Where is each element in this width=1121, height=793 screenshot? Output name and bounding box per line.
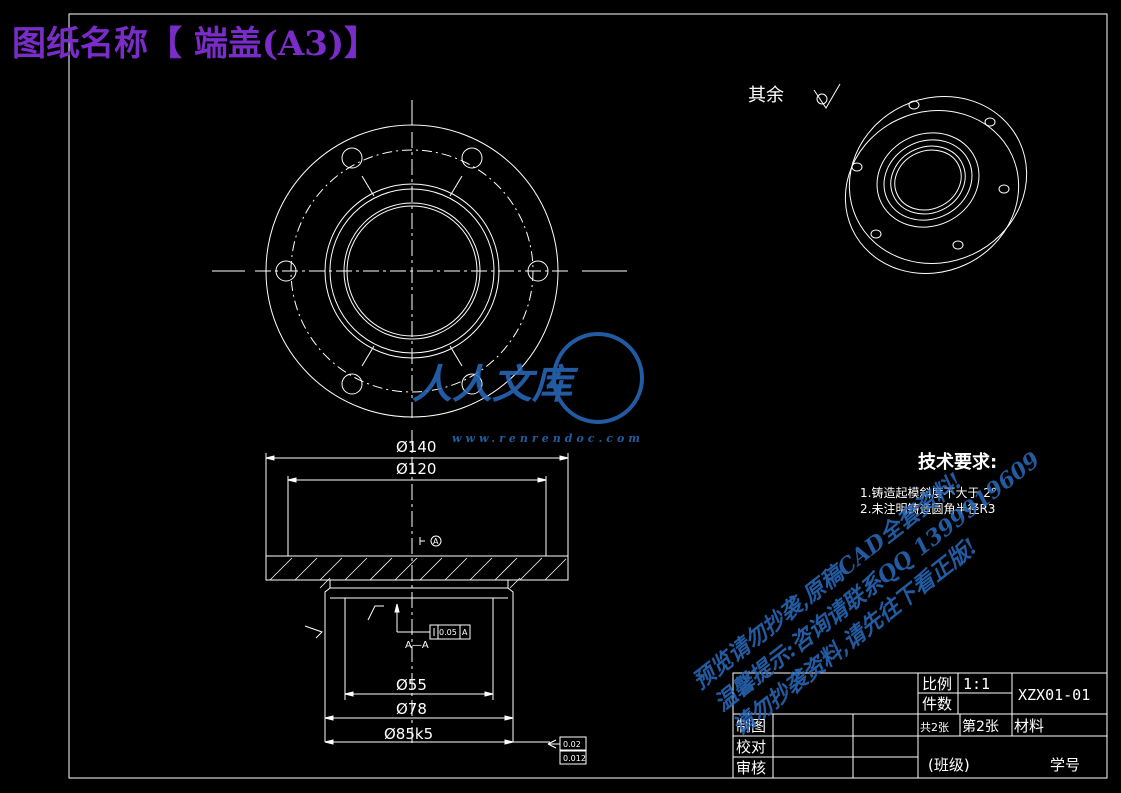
runout-frame-1: 0.02 xyxy=(563,740,581,749)
dim-d120: Ø120 xyxy=(396,460,436,478)
checked-label: 校对 xyxy=(736,738,766,756)
runout-frame-2: 0.012 xyxy=(563,754,586,763)
drawing-number: XZX01-01 xyxy=(1018,686,1090,704)
dim-d78: Ø78 xyxy=(396,700,427,718)
material-label: 材料 xyxy=(1014,717,1044,735)
reviewed-label: 审核 xyxy=(736,759,766,777)
datum-label: A xyxy=(433,537,439,546)
title-block xyxy=(732,672,1108,779)
tolerance-datum: A xyxy=(462,628,468,637)
class-label: (班级) xyxy=(928,756,970,774)
drawing-border xyxy=(68,13,1108,779)
top-view xyxy=(212,100,627,418)
watermark-logo-icon xyxy=(552,332,644,424)
watermark-logo: 人人文库 xyxy=(412,361,579,408)
count-label: 件数 xyxy=(922,695,952,713)
drawn-label: 制图 xyxy=(736,717,766,735)
surface-finish-note: 其余 xyxy=(748,85,784,106)
scale-value: 1:1 xyxy=(963,675,990,693)
section-hatching xyxy=(269,557,567,589)
section-label: A—A xyxy=(405,640,429,651)
surface-finish-icon xyxy=(813,83,841,109)
section-view xyxy=(265,430,587,765)
scale-label: 比例 xyxy=(922,675,952,693)
watermark-url: www.renrendoc.com xyxy=(452,432,644,445)
student-number-label: 学号 xyxy=(1050,756,1080,774)
tech-requirement-1: 1.铸造起模斜度不大于 2° xyxy=(860,485,997,500)
dim-d85k5: Ø85k5 xyxy=(384,725,433,743)
drawing-title: 图纸名称【 端盖(A3)】 xyxy=(12,24,378,64)
tech-requirements-heading: 技术要求: xyxy=(918,451,997,473)
sheet-number: 第2张 xyxy=(962,718,999,735)
dim-d55: Ø55 xyxy=(396,676,427,694)
sheets-total: 共2张 xyxy=(920,721,949,734)
isometric-view xyxy=(844,96,1028,274)
tech-requirement-2: 2.未注明铸造圆角半径R3 xyxy=(860,501,995,516)
dim-d140: Ø140 xyxy=(396,438,436,456)
tolerance-value: 0.05 xyxy=(439,628,457,637)
